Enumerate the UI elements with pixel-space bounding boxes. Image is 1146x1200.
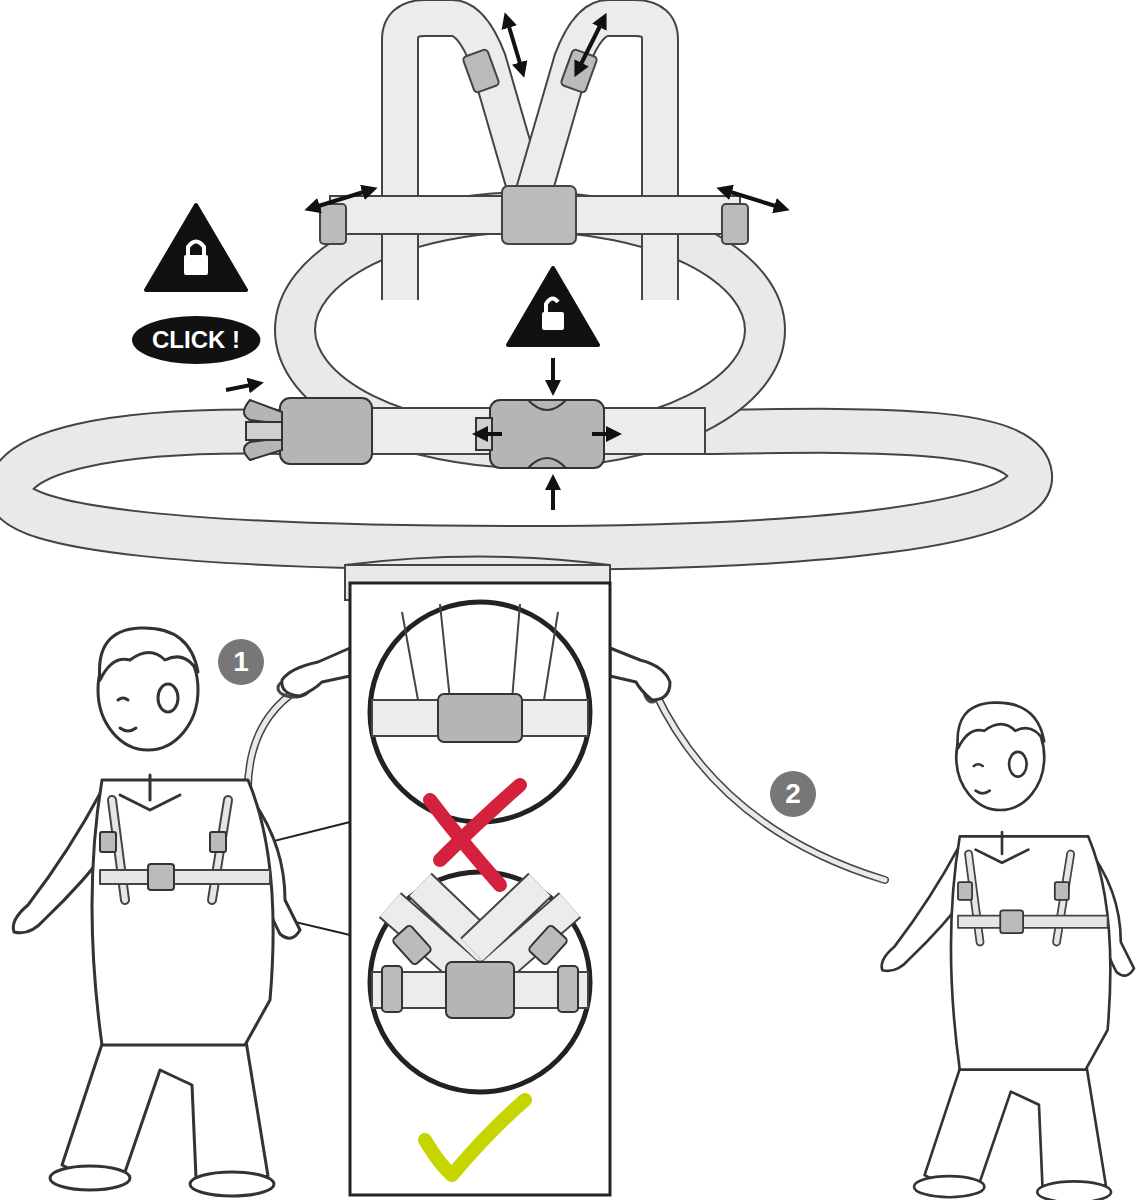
buckle: [528, 400, 566, 468]
child-figure: [50, 1166, 130, 1190]
wrong-fit-detail: [512, 604, 558, 700]
child-figure: [62, 1035, 268, 1182]
callout-number: 2: [769, 770, 817, 818]
child-figure: [882, 703, 1134, 1200]
child-figure: [210, 832, 226, 852]
callout-number-outline: [770, 771, 816, 817]
callout-number-outline: [218, 639, 264, 685]
chest-strap: [320, 49, 748, 244]
direction-arrow: [551, 482, 555, 510]
child-figure: [190, 1172, 274, 1196]
inset-panel: [370, 602, 590, 822]
buckle: [244, 400, 282, 460]
wrong-fit-detail: [372, 604, 588, 885]
direction-arrow: [312, 190, 370, 208]
leash-rope: [248, 695, 290, 800]
lock-warning: [146, 205, 246, 290]
leash-strap: [345, 557, 610, 566]
node-text: 2: [785, 780, 801, 808]
child-figure: [100, 832, 116, 852]
click-badge: CLICK !: [131, 315, 261, 365]
inset-panel: [370, 872, 590, 1092]
inset-panel: [350, 583, 610, 1195]
shoulder-strap: [400, 18, 530, 300]
child-figure: [118, 698, 136, 731]
callout-number: 1: [217, 638, 265, 686]
chest-strap: [560, 49, 597, 94]
lock-warning: [184, 255, 208, 275]
lock-warning: [188, 242, 204, 257]
lock-warning: [508, 268, 598, 345]
buckle: [280, 398, 372, 464]
direction-arrow: [551, 358, 555, 388]
adult-hand: [610, 648, 670, 700]
chest-strap: [320, 204, 346, 244]
correct-fit-detail: [382, 966, 402, 1012]
buckle: [490, 400, 604, 468]
lock-warning: [542, 312, 564, 330]
node-text: CLICK !: [152, 328, 240, 352]
correct-fit-detail: [558, 966, 578, 1012]
leash-rope: [248, 695, 290, 800]
direction-arrow: [480, 432, 502, 436]
adult-hand: [282, 648, 350, 696]
chest-strap: [722, 204, 748, 244]
click-badge-outline: [132, 316, 260, 364]
correct-fit-detail: [372, 885, 588, 1175]
wrong-fit-detail: [402, 604, 450, 700]
buckle: [244, 398, 705, 468]
leash-rope: [655, 692, 885, 880]
shoulder-strap: [530, 18, 660, 300]
direction-arrow: [507, 20, 522, 70]
correct-fit-detail: [425, 1100, 525, 1175]
child-figure: [13, 628, 300, 1196]
chest-strap: [502, 186, 576, 244]
wrong-fit-detail: [430, 785, 520, 885]
correct-fit-detail: [392, 924, 433, 965]
child-figure: [158, 684, 178, 712]
child-figure: [92, 780, 273, 1045]
child-figure: [100, 870, 270, 884]
direction-arrow: [578, 20, 603, 70]
child-figure: [148, 864, 174, 890]
buckle: [246, 422, 282, 440]
lock-warning: [546, 298, 558, 313]
inset-panel: [350, 583, 610, 1195]
chest-strap: [462, 49, 499, 94]
direction-arrow: [226, 20, 782, 510]
direction-arrow: [724, 190, 782, 208]
node-text: 1: [233, 648, 249, 676]
shoulder-strap: [400, 18, 530, 300]
leash-rope: [655, 692, 885, 880]
shoulder-strap: [530, 18, 660, 300]
wrong-fit-detail: [438, 694, 522, 742]
child-figure: [100, 628, 199, 680]
correct-fit-detail: [446, 962, 514, 1018]
correct-fit-detail: [528, 924, 569, 965]
direction-arrow: [592, 432, 614, 436]
direction-arrow: [226, 384, 256, 390]
child-figure: [120, 775, 180, 810]
shoulder-strap: [400, 18, 660, 300]
